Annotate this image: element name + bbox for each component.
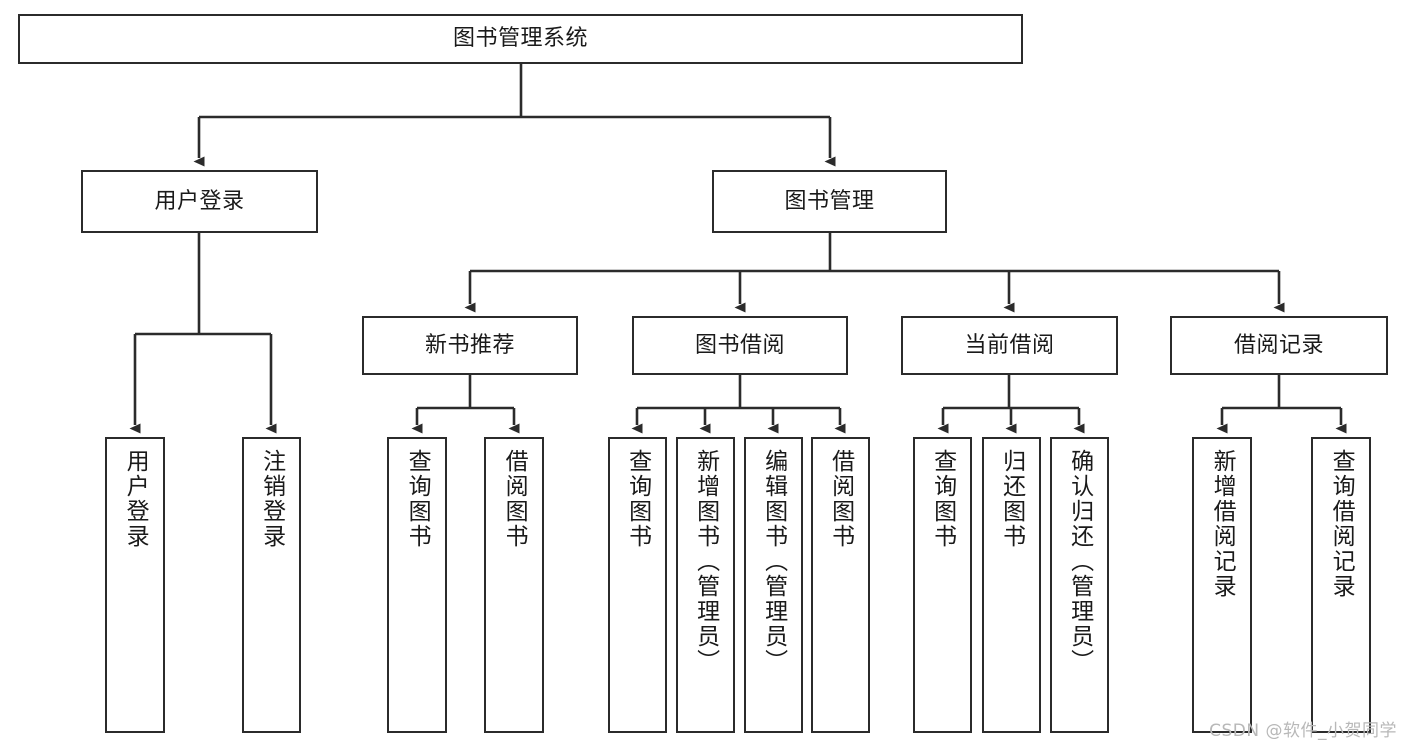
node-level3-3[interactable]: 借阅记录 — [1170, 316, 1388, 375]
node-label: 确认归还（管理员） — [1066, 449, 1093, 674]
node-label: 借阅记录 — [1233, 332, 1324, 358]
node-leaf-8[interactable]: 查询图书 — [913, 437, 972, 733]
node-label: 图书借阅 — [694, 332, 785, 358]
node-leaf-7[interactable]: 借阅图书 — [811, 437, 870, 733]
node-leaf-0[interactable]: 用户登录 — [105, 437, 165, 733]
node-label: 新书推荐 — [424, 332, 515, 358]
node-leaf-10[interactable]: 确认归还（管理员） — [1050, 437, 1109, 733]
node-level3-0[interactable]: 新书推荐 — [362, 316, 578, 375]
node-leaf-1[interactable]: 注销登录 — [242, 437, 301, 733]
node-label: 归还图书 — [998, 449, 1025, 549]
node-leaf-9[interactable]: 归还图书 — [982, 437, 1041, 733]
node-label: 注销登录 — [258, 449, 285, 549]
node-label: 用户登录 — [122, 449, 149, 549]
node-level3-2[interactable]: 当前借阅 — [901, 316, 1118, 375]
node-leaf-5[interactable]: 新增图书（管理员） — [676, 437, 735, 733]
node-label: 用户登录 — [154, 188, 245, 214]
node-level2-0[interactable]: 用户登录 — [81, 170, 318, 233]
node-level2-1[interactable]: 图书管理 — [712, 170, 947, 233]
node-label: 查询图书 — [624, 449, 651, 549]
node-root-system[interactable]: 图书管理系统 — [18, 14, 1023, 64]
node-label: 编辑图书（管理员） — [760, 449, 787, 674]
node-leaf-11[interactable]: 新增借阅记录 — [1192, 437, 1252, 733]
node-label: 当前借阅 — [964, 332, 1055, 358]
node-leaf-12[interactable]: 查询借阅记录 — [1311, 437, 1371, 733]
node-leaf-3[interactable]: 借阅图书 — [484, 437, 544, 733]
node-label: 查询借阅记录 — [1328, 449, 1355, 599]
node-label: 图书管理 — [784, 188, 875, 214]
node-label: 新增图书（管理员） — [692, 449, 719, 674]
node-label: 查询图书 — [929, 449, 956, 549]
node-label: 图书管理系统 — [452, 26, 588, 52]
node-leaf-4[interactable]: 查询图书 — [608, 437, 667, 733]
node-leaf-2[interactable]: 查询图书 — [387, 437, 447, 733]
node-label: 借阅图书 — [501, 449, 528, 549]
node-level3-1[interactable]: 图书借阅 — [632, 316, 848, 375]
node-label: 借阅图书 — [827, 449, 854, 549]
node-label: 查询图书 — [404, 449, 431, 549]
node-leaf-6[interactable]: 编辑图书（管理员） — [744, 437, 803, 733]
node-label: 新增借阅记录 — [1209, 449, 1236, 599]
